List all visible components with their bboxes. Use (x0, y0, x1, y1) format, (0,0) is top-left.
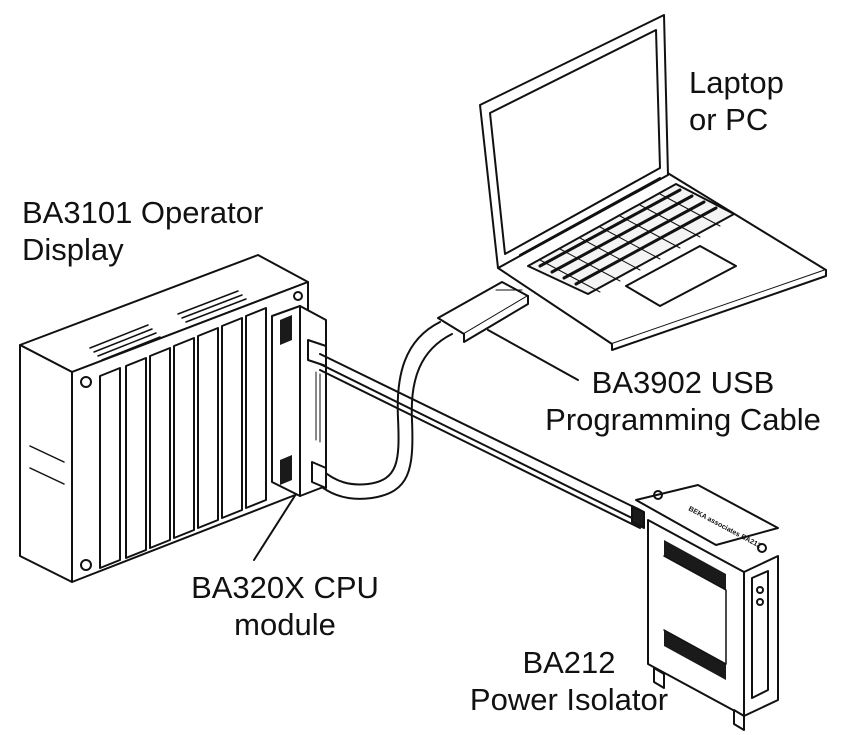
operator-display-illustration (19, 254, 309, 583)
isolator-link-wires (319, 353, 645, 529)
label-operator-display: BA3101 Operator Display (22, 195, 264, 267)
usb-cable-illustration (317, 281, 529, 500)
cable-leader-line (487, 329, 579, 381)
label-usb-cable: BA3902 USB Programming Cable (545, 365, 821, 437)
laptop-illustration (479, 14, 827, 351)
cpu-leader-line (253, 493, 297, 561)
label-laptop: Laptop or PC (689, 65, 784, 137)
cpu-module-illustration (271, 305, 327, 497)
label-power-isolator: BA212 Power Isolator (469, 645, 669, 717)
label-cpu-module: BA320X CPU module (191, 570, 379, 642)
power-isolator-illustration (635, 484, 779, 731)
